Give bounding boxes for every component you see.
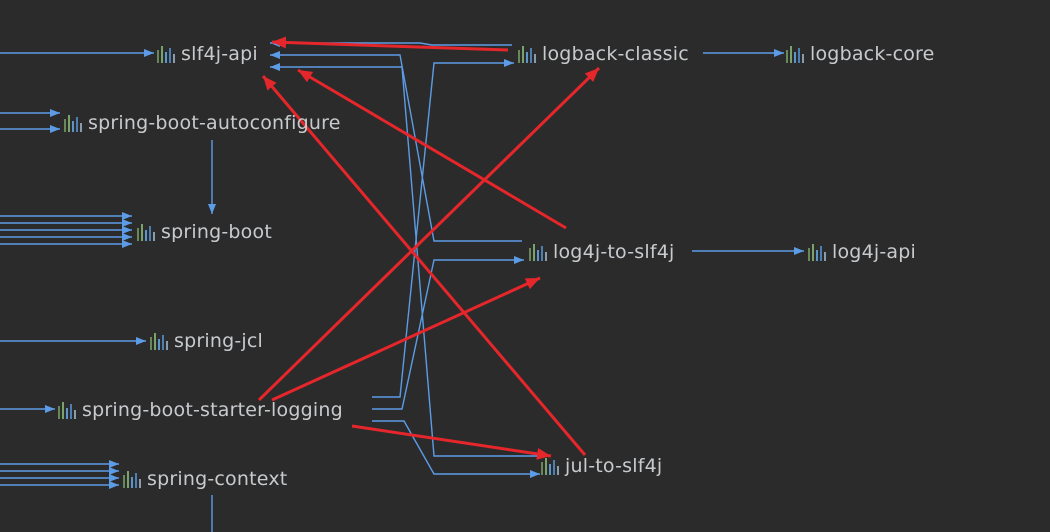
node-logback-classic[interactable]: logback-classic	[518, 40, 689, 68]
annotation-arrow-log4j-to-slf4j-slf4j-api	[297, 68, 567, 230]
annotation-arrow-starter-logging-logback-classic	[257, 66, 601, 402]
node-label: spring-boot-starter-logging	[82, 399, 343, 421]
node-jul-to-slf4j[interactable]: jul-to-slf4j	[541, 452, 662, 480]
edge-starter-logging-to-log4j-to-slf4j	[372, 256, 524, 410]
node-spring-context[interactable]: spring-context	[123, 465, 287, 493]
edge-starter-logging-to-jul-to-slf4j	[372, 420, 540, 478]
annotation-arrow-starter-logging-jul-to-slf4j	[351, 424, 552, 460]
node-label: logback-core	[810, 43, 935, 65]
edge-log4j-to-slf4j-to-slf4j-api	[270, 51, 522, 242]
edge-jul-to-slf4j-to-slf4j-api	[270, 63, 540, 457]
node-label: spring-boot	[161, 221, 272, 243]
maven-library-icon	[137, 223, 155, 241]
node-log4j-api[interactable]: log4j-api	[808, 238, 916, 266]
maven-library-icon	[157, 45, 175, 63]
maven-library-icon	[64, 114, 82, 132]
maven-library-icon	[529, 243, 547, 261]
node-log4j-to-slf4j[interactable]: log4j-to-slf4j	[529, 238, 675, 266]
maven-library-icon	[786, 45, 804, 63]
node-logback-core[interactable]: logback-core	[786, 40, 935, 68]
annotation-arrow-starter-logging-log4j-to-slf4j	[271, 276, 541, 402]
node-label: slf4j-api	[181, 43, 258, 65]
edge-starter-logging-to-logback-classic	[372, 59, 514, 398]
maven-library-icon	[58, 401, 76, 419]
annotation-arrow-jul-to-slf4j-slf4j-api	[261, 75, 587, 456]
maven-library-icon	[123, 470, 141, 488]
maven-library-icon	[518, 45, 536, 63]
annotation-arrow-logback-classic-slf4j-api	[271, 36, 509, 52]
node-label: logback-classic	[542, 43, 689, 65]
node-spring-jcl[interactable]: spring-jcl	[150, 327, 263, 355]
node-label: jul-to-slf4j	[565, 455, 663, 477]
node-label: log4j-to-slf4j	[553, 241, 675, 263]
maven-library-icon	[808, 243, 826, 261]
node-label: spring-jcl	[174, 330, 264, 352]
maven-library-icon	[150, 332, 168, 350]
node-label: spring-context	[147, 468, 288, 490]
node-spring-boot-autoconfigure[interactable]: spring-boot-autoconfigure	[64, 109, 341, 137]
node-label: spring-boot-autoconfigure	[88, 112, 341, 134]
node-spring-boot[interactable]: spring-boot	[137, 218, 272, 246]
node-slf4j-api[interactable]: slf4j-api	[157, 40, 258, 68]
maven-library-icon	[541, 457, 559, 475]
node-spring-boot-starter-logging[interactable]: spring-boot-starter-logging	[58, 396, 343, 424]
node-label: log4j-api	[832, 241, 916, 263]
